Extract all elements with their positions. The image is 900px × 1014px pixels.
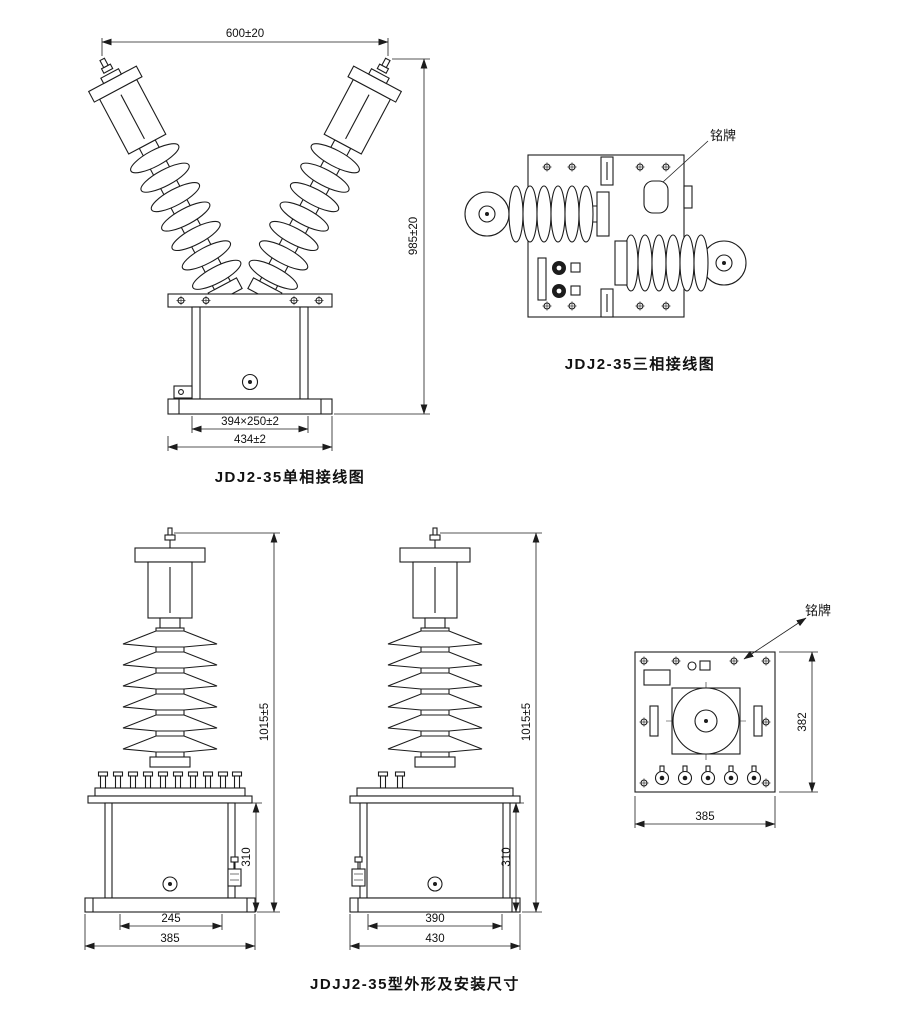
left-insulator	[77, 46, 253, 310]
outline-left-elevation	[84, 527, 256, 913]
stud-icon	[231, 771, 243, 789]
stud-icon	[157, 771, 169, 789]
ground-clamp	[351, 868, 366, 887]
right-insulator	[237, 46, 413, 310]
dim-v-mount: 394×250±2	[221, 416, 279, 428]
stud-icon	[202, 771, 214, 789]
terminal-icon	[700, 770, 716, 786]
dim-middle-base-width: 430	[425, 933, 444, 945]
single-phase-caption: JDJ2-35单相接线图	[215, 468, 366, 486]
stud-icon	[187, 771, 199, 789]
nameplate-leader	[743, 617, 807, 660]
nameplate	[643, 180, 669, 214]
stud-icon	[112, 771, 124, 789]
mount-slot-right	[753, 705, 763, 737]
dim-middle-tank-height: 310	[501, 847, 513, 866]
tank-lid	[87, 795, 253, 804]
stud-icon	[394, 771, 406, 789]
terminal-plate	[94, 787, 246, 797]
terminal-icon	[552, 261, 566, 275]
dim-plan-width: 385	[695, 811, 714, 823]
dim-middle-height: 1015±5	[521, 703, 533, 741]
terminal-icon	[746, 770, 762, 786]
single-phase-drawing	[77, 46, 413, 415]
dim-middle-mount-width: 390	[425, 913, 444, 925]
ground-clamp	[227, 868, 242, 887]
plan-insulator-right	[614, 234, 747, 292]
insulator	[387, 527, 483, 768]
outline-caption: JDJJ2-35型外形及安装尺寸	[310, 975, 520, 993]
single-phase-dimensions: 600±20 985±20 394×250±2 434±2	[101, 28, 430, 451]
dim-plan-height: 382	[797, 712, 809, 731]
stud-icon	[377, 771, 389, 789]
dim-v-width: 600±20	[226, 28, 264, 40]
dim-left-tank-height: 310	[241, 847, 253, 866]
mount-slot-left	[649, 705, 659, 737]
lv-terminal-block	[537, 257, 581, 301]
dim-left-base-width: 385	[160, 933, 179, 945]
stud-icon	[97, 771, 109, 789]
base-plate	[84, 897, 256, 913]
nameplate-label: 铭牌	[805, 603, 831, 618]
outline-left-dimensions: 1015±5 310 245 385	[84, 532, 280, 950]
insulator	[122, 527, 218, 768]
base-plate	[167, 398, 333, 415]
dim-v-base: 434±2	[234, 434, 266, 446]
base-plate	[349, 897, 521, 913]
stud-icon	[217, 771, 229, 789]
outline-middle-elevation	[349, 527, 521, 913]
terminal-icon	[552, 284, 566, 298]
terminal-plate	[356, 787, 514, 797]
dim-left-mount-width: 245	[161, 913, 180, 925]
side-tab	[683, 185, 693, 209]
tank-body	[359, 802, 511, 899]
tank-lid	[349, 795, 521, 804]
dim-v-height: 985±20	[408, 217, 420, 255]
stud-icon	[142, 771, 154, 789]
mounting-beam	[167, 293, 333, 308]
stud-icon	[127, 771, 139, 789]
outline-top-view: 铭牌	[634, 603, 831, 793]
dim-left-height: 1015±5	[259, 703, 271, 741]
junction-box	[643, 669, 671, 686]
terminal-icon	[654, 770, 670, 786]
stud-icon	[172, 771, 184, 789]
nameplate-leader	[662, 140, 709, 183]
three-phase-caption: JDJ2-35三相接线图	[565, 355, 716, 373]
plan-insulator-left	[464, 185, 610, 243]
three-phase-drawing: 铭牌	[464, 128, 747, 318]
terminal-icon	[723, 770, 739, 786]
outline-top-view-dimensions: 382 385	[634, 651, 818, 828]
outline-middle-dimensions: 1015±5 310 390 430	[349, 532, 542, 950]
nameplate-label: 铭牌	[710, 128, 736, 143]
terminal-icon	[677, 770, 693, 786]
